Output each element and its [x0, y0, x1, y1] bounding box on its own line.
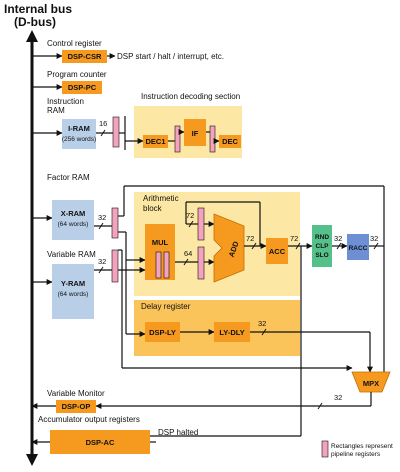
- accumulator-output-label: Accumulator output registers: [38, 415, 140, 424]
- xram-block: [52, 200, 94, 240]
- legend-line2: pipeline registers: [331, 451, 381, 458]
- clp-text: CLP: [316, 243, 330, 250]
- legend-pipeline-register: [321, 440, 329, 458]
- acc-block: [266, 238, 288, 264]
- factor-ram-label: Factor RAM: [47, 173, 90, 182]
- iram-words: (256 words): [62, 136, 96, 143]
- pipeline-register-add-fb: [197, 207, 205, 241]
- dsp-ly-text: DSP-LY: [149, 328, 176, 337]
- dec1-text: DEC1: [145, 137, 165, 146]
- legend-line1: Rectangles represent: [331, 443, 393, 450]
- dsp-pc-block: [62, 81, 102, 94]
- pipeline-register-mul-out: [197, 246, 205, 280]
- mul-text: MUL: [152, 238, 169, 247]
- pipeline-register-xram: [111, 207, 119, 239]
- variable-ram-label: Variable RAM: [47, 250, 96, 259]
- add-block: [213, 213, 245, 283]
- racc-bitwidth: 32: [370, 234, 378, 243]
- monitor-bitwidth: 32: [334, 393, 342, 402]
- racc-block: [347, 234, 369, 260]
- instruction-decoding-label: Instruction decoding section: [141, 92, 240, 101]
- yram-words: (64 words): [58, 291, 89, 298]
- mpx-text: MPX: [363, 379, 379, 388]
- control-register-label: Control register: [47, 39, 102, 48]
- dsp-pc-text: DSP-PC: [68, 83, 97, 92]
- dsp-control-desc: DSP start / halt / interrupt, etc.: [117, 52, 224, 61]
- dec-block: [219, 135, 241, 148]
- dsp-csr-block: [62, 50, 107, 63]
- iram-bitwidth: 16: [99, 119, 107, 128]
- ly-dly-block: [214, 322, 250, 342]
- dsp-op-block: [56, 400, 96, 413]
- yram-bitwidth: 32: [98, 257, 106, 266]
- acc-bitwidth: 72: [290, 234, 298, 243]
- iram-block: [62, 119, 96, 149]
- dsp-csr-text: DSP-CSR: [68, 52, 102, 61]
- pipeline-register-yram: [111, 249, 119, 283]
- racc-text: RACC: [349, 245, 368, 252]
- iram-text: I-RAM: [68, 124, 90, 133]
- pipeline-register-mul-in-1: [155, 251, 162, 279]
- add-feedback-bitwidth: 72: [186, 211, 194, 220]
- yram-block: [52, 264, 94, 319]
- mpx-block: [351, 371, 391, 393]
- dsp-ac-block: [50, 430, 150, 454]
- if-block: [184, 119, 206, 146]
- dsp-op-text: DSP-OP: [62, 402, 91, 411]
- pipeline-register-if: [209, 125, 216, 153]
- ly-dly-text: LY-DLY: [219, 328, 244, 337]
- variable-monitor-label: Variable Monitor: [47, 389, 105, 398]
- bus-title-line2: (D-bus): [14, 15, 56, 29]
- dsp-halted-label: DSP halted: [158, 428, 198, 437]
- instruction-ram-label-2: RAM: [47, 106, 65, 115]
- dsp-ly-block: [145, 322, 180, 342]
- if-text: IF: [192, 129, 199, 138]
- arithmetic-block-label-2: block: [143, 204, 163, 213]
- acc-text: ACC: [269, 247, 286, 256]
- instruction-ram-label: Instruction: [47, 97, 84, 106]
- bus-title-line1: Internal bus: [4, 2, 72, 16]
- mul-bitwidth: 64: [184, 249, 192, 258]
- xram-text: X-RAM: [61, 209, 86, 218]
- slo-text: SLO: [315, 252, 328, 259]
- xram-words: (64 words): [58, 221, 89, 228]
- pipeline-register-iram: [112, 116, 120, 148]
- rnd-bitwidth: 32: [334, 234, 342, 243]
- add-bitwidth: 72: [246, 234, 254, 243]
- rnd-clp-slo-block: [312, 225, 332, 267]
- delay-bitwidth: 32: [258, 319, 266, 328]
- dsp-ac-text: DSP-AC: [86, 438, 115, 447]
- pipeline-register-mul-in-2: [163, 251, 170, 279]
- xram-bitwidth: 32: [98, 213, 106, 222]
- pipeline-register-dec1: [174, 125, 181, 153]
- rnd-text: RND: [315, 234, 329, 241]
- yram-text: Y-RAM: [61, 279, 85, 288]
- dec1-block: [143, 135, 168, 148]
- delay-register-label: Delay register: [141, 302, 191, 311]
- program-counter-label: Program counter: [47, 70, 107, 79]
- arithmetic-block-label: Arithmetic: [143, 194, 179, 203]
- dec-text: DEC: [222, 137, 238, 146]
